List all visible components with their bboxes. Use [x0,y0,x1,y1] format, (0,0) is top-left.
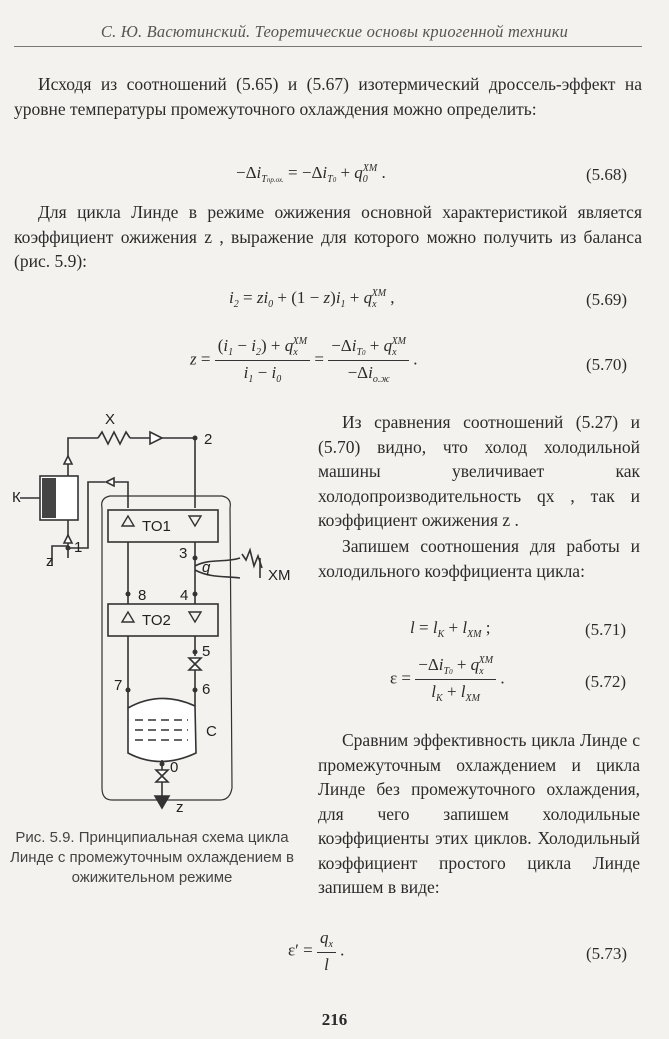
label-node-0: 0 [170,759,178,776]
label-z-bottom: z [176,799,184,816]
equation-number-5-69: (5.69) [586,290,628,309]
label-c: C [206,723,217,740]
label-q0: q [202,559,211,576]
paragraph-5: Сравним эффективность цикла Линде с пром… [318,730,640,897]
figure-caption: Рис. 5.9. Принципиальная схема цикла Лин… [10,829,294,886]
equation-5-68: −ΔiTпр.ох. = −ΔiT0 + q0XM . [236,163,386,185]
label-to2: TO2 [142,612,171,629]
equation-5-71: l = lK + lXM ; [410,618,491,640]
label-node-4: 4 [180,587,188,604]
label-z-left: z [46,553,54,570]
equation-number-5-70: (5.70) [586,355,628,374]
paragraph-3: Из сравнения соотношений (5.27) и (5.70)… [318,412,640,530]
equation-number-5-71: (5.71) [585,620,627,639]
label-node-1: 1 [74,539,82,556]
page-number: 216 [321,1010,348,1029]
label-node-7: 7 [114,677,122,694]
throttle-x [97,430,131,446]
paragraph-1: Исходя из соотношений (5.65) и (5.67) из… [14,74,642,119]
equation-number-5-72: (5.72) [585,672,627,691]
label-node-6: 6 [202,681,210,698]
label-node-3: 3 [179,545,187,562]
equation-5-69: i2 = zi0 + (1 − z)i1 + qxXM , [229,288,395,310]
label-node-2: 2 [204,431,212,448]
equation-number-5-68: (5.68) [586,165,628,184]
equation-number-5-73: (5.73) [586,944,628,963]
label-node-5: 5 [202,643,210,660]
label-node-8: 8 [138,587,146,604]
paragraph-4: Запишем соотношения для работы и холодил… [318,536,640,581]
header-rule [14,46,642,47]
label-x: X [105,411,115,428]
label-k: К [12,489,21,506]
running-header: С. Ю. Васютинский. Теоретические основы … [100,22,569,41]
label-to1: TO1 [142,518,171,535]
figure-5-9-diagram: X 2 К z 1 TO1 3 q XM 8 4 TO2 5 7 6 C 0 z [12,411,291,816]
paragraph-2: Для цикла Линде в режиме ожижения основн… [14,202,642,271]
label-xm: XM [268,567,291,584]
